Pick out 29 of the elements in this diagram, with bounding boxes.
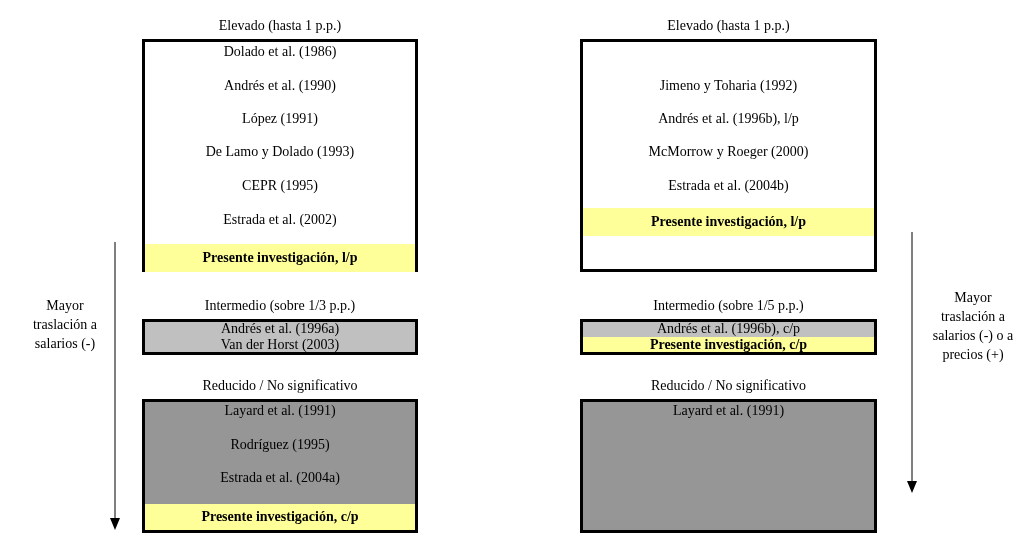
citation-text: Layard et al. (1991) [223, 402, 337, 420]
direction-note: Mayor traslación a salarios (-) [31, 297, 99, 353]
citation-text: Andrés et al. (1990) [223, 77, 337, 95]
direction-note: Mayor traslación a salarios (-) o a precios (+) [931, 289, 1015, 364]
category-heading: Reducido / No significativo [649, 377, 808, 395]
category-heading: Reducido / No significativo [201, 377, 359, 395]
citation-text: McMorrow y Roeger (2000) [647, 143, 810, 161]
highlight-row: Presente investigación, c/p [583, 337, 874, 352]
citation-text: Dolado et al. (1986) [222, 43, 338, 61]
citation-text: Andrés et al. (1996b), c/p [655, 320, 802, 338]
citation-text: Jimeno y Toharia (1992) [658, 77, 799, 95]
citation-text: Layard et al. (1991) [671, 402, 786, 420]
highlight-row: Presente investigación, l/p [145, 244, 415, 272]
highlight-row: Presente investigación, c/p [145, 504, 415, 530]
citation-text: Andrés et al. (1996a) [219, 320, 341, 338]
category-heading: Intermedio (sobre 1/5 p.p.) [652, 297, 805, 315]
category-heading: Intermedio (sobre 1/3 p.p.) [203, 297, 357, 315]
citation-text: López (1991) [241, 110, 319, 128]
citation-text: Rodríguez (1995) [229, 436, 331, 454]
citation-text: De Lamo y Dolado (1993) [204, 143, 356, 161]
highlight-row: Presente investigación, l/p [583, 208, 874, 236]
citation-text: Estrada et al. (2002) [222, 211, 338, 229]
category-heading: Elevado (hasta 1 p.p.) [217, 17, 343, 35]
citation-text: Estrada et al. (2004a) [219, 469, 341, 487]
citation-text: Estrada et al. (2004b) [667, 177, 790, 195]
citation-text: CEPR (1995) [241, 177, 319, 195]
citation-text: Andrés et al. (1996b), l/p [657, 110, 800, 128]
category-heading: Elevado (hasta 1 p.p.) [666, 17, 791, 35]
citation-text: Van der Horst (2003) [219, 336, 341, 354]
